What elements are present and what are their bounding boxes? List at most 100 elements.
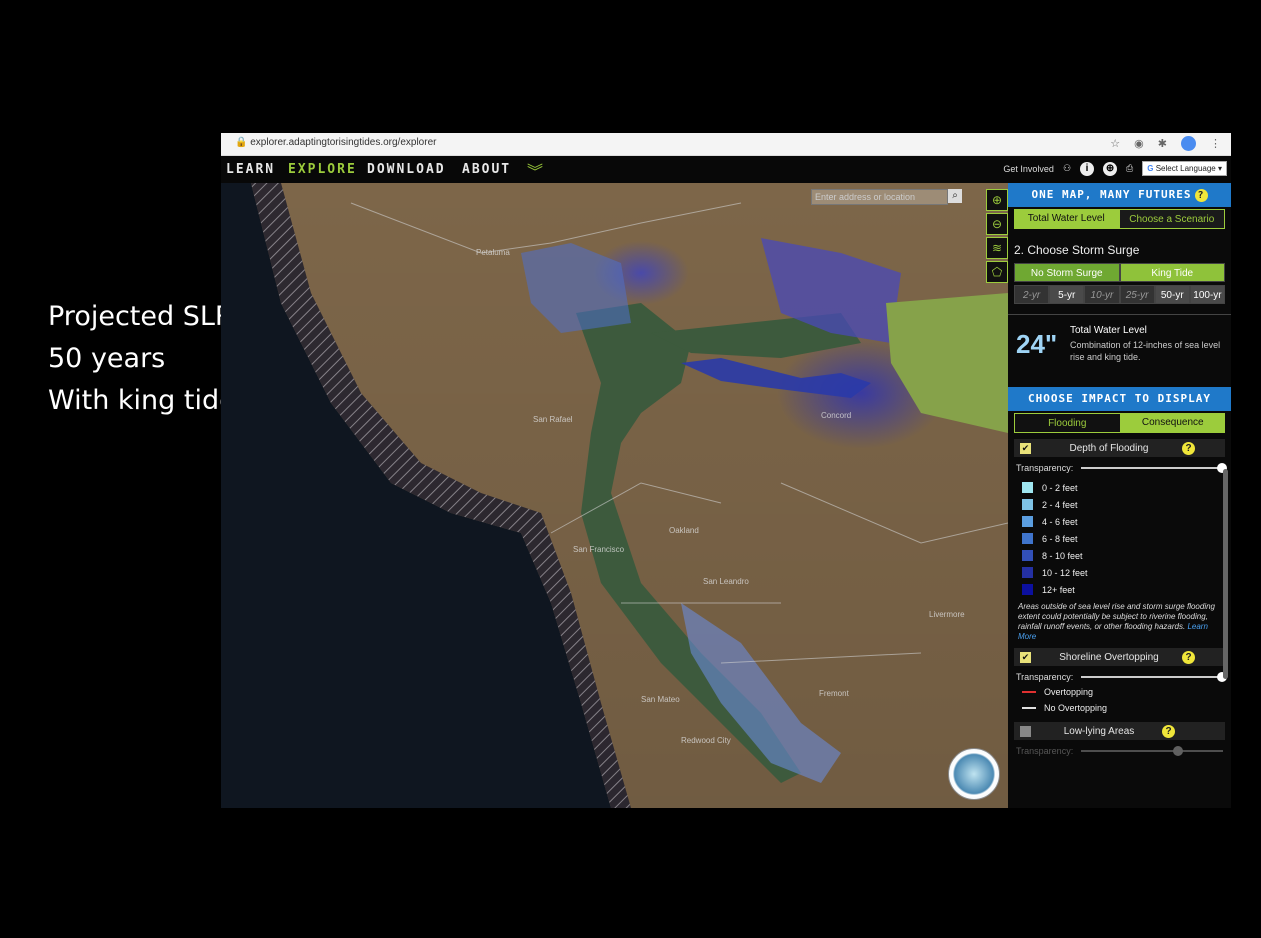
info-icon[interactable]: i [1080, 161, 1095, 176]
nav-about[interactable]: ABOUT [462, 162, 512, 177]
low-lying-areas-label: Low-lying Areas [1063, 725, 1135, 737]
menu-dots-icon[interactable]: ⋮ [1210, 138, 1221, 150]
flood-strait [681, 358, 871, 398]
coastal-hatch-zone [251, 183, 631, 808]
slider-knob[interactable] [1173, 746, 1183, 756]
legend-item: 8 - 10 feet [1022, 547, 1231, 564]
transparency-label: Transparency: [1016, 672, 1074, 682]
draw-shape-icon[interactable]: ⬠ [986, 261, 1008, 283]
return-period-row: 2-yr 5-yr 10-yr 25-yr 50-yr 100-yr [1014, 285, 1226, 304]
place-label: Livermore [929, 610, 965, 619]
nav-right-tools: Get Involved ⚇ i ⊕ ⎙ G Select Language ▾ [1003, 161, 1227, 176]
organization-seal-logo [948, 748, 1000, 800]
language-select[interactable]: G Select Language ▾ [1142, 161, 1227, 176]
puzzle-icon[interactable]: ✱ [1157, 138, 1167, 150]
zoom-in-icon[interactable]: ⊕ [986, 189, 1008, 211]
address-bar[interactable]: 🔒 explorer.adaptingtorisingtides.org/exp… [221, 133, 1231, 156]
place-label: San Francisco [573, 545, 625, 554]
extension-icon[interactable]: ◉ [1134, 138, 1144, 150]
king-tide-button[interactable]: King Tide [1119, 263, 1225, 282]
shoreline-overtopping-row[interactable]: ✔ Shoreline Overtopping ? [1014, 648, 1225, 666]
flood-zone-north [761, 238, 901, 343]
lowlying-transparency-row: Transparency: [1016, 744, 1223, 758]
caption-line-1: Projected SLR [48, 301, 234, 332]
period-10yr-button[interactable]: 10-yr [1084, 285, 1120, 304]
help-icon[interactable]: ? [1182, 441, 1195, 455]
slide-caption: Projected SLR 50 years With king tide [48, 296, 236, 422]
slider-knob[interactable] [1217, 463, 1227, 473]
place-label: Oakland [669, 526, 699, 535]
legend-item: 0 - 2 feet [1022, 479, 1231, 496]
nav-learn[interactable]: LEARN [226, 162, 276, 177]
place-label: Petaluma [476, 248, 510, 257]
place-label: Concord [821, 411, 852, 420]
legend-swatch [1022, 567, 1033, 578]
legend-item: 12+ feet [1022, 581, 1231, 598]
tab-total-water-level[interactable]: Total Water Level [1014, 209, 1119, 229]
legend-swatch [1022, 533, 1033, 544]
learn-more-link[interactable]: Learn More [1018, 622, 1208, 641]
scenario-tabs: Total Water Level Choose a Scenario [1008, 209, 1231, 229]
period-5yr-button[interactable]: 5-yr [1049, 285, 1085, 304]
help-icon[interactable]: ? [1194, 188, 1208, 202]
low-lying-areas-row[interactable]: Low-lying Areas ? [1014, 722, 1225, 740]
flood-zone-south-bay [681, 603, 841, 783]
help-icon[interactable]: ? [1162, 724, 1175, 738]
tab-consequence[interactable]: Consequence [1120, 413, 1225, 433]
legend-item: 4 - 6 feet [1022, 513, 1231, 530]
place-label: Redwood City [681, 736, 731, 745]
share-icon[interactable]: ⊕ [1103, 161, 1118, 176]
profile-avatar[interactable] [1181, 136, 1196, 151]
url-text[interactable]: 🔒 explorer.adaptingtorisingtides.org/exp… [235, 137, 437, 148]
panel-header: ONE MAP, MANY FUTURES? [1008, 183, 1231, 207]
period-100yr-button[interactable]: 100-yr [1189, 285, 1226, 304]
transparency-slider[interactable] [1081, 672, 1227, 682]
twl-description: Combination of 12-inches of sea level ri… [1070, 340, 1221, 362]
nav-explore[interactable]: EXPLORE [288, 162, 357, 177]
checkbox-checked-icon[interactable]: ✔ [1020, 651, 1031, 663]
people-icon[interactable]: ⚇ [1062, 163, 1072, 173]
bay-water [576, 303, 801, 783]
no-storm-surge-button[interactable]: No Storm Surge [1014, 263, 1120, 282]
slider-knob[interactable] [1217, 672, 1227, 682]
print-icon[interactable]: ⎙ [1126, 163, 1134, 173]
panel-scrollbar[interactable] [1223, 469, 1228, 679]
search-icon[interactable]: ⌕ [948, 189, 962, 203]
nav-download[interactable]: DOWNLOAD [367, 162, 446, 177]
get-involved-link[interactable]: Get Involved [1003, 163, 1054, 174]
legend-item: 6 - 8 feet [1022, 530, 1231, 547]
map-canvas[interactable] [221, 183, 1008, 808]
zoom-out-icon[interactable]: ⊖ [986, 213, 1008, 235]
place-label: San Rafael [533, 415, 573, 424]
transparency-slider[interactable] [1081, 463, 1227, 473]
transparency-slider[interactable] [1081, 746, 1223, 756]
total-water-level-summary: 24" Total Water Level Combination of 12-… [1008, 314, 1231, 383]
place-label: Fremont [819, 689, 849, 698]
depth-of-flooding-row[interactable]: ✔ Depth of Flooding ? [1014, 439, 1225, 457]
legend-swatch [1022, 482, 1033, 493]
help-icon[interactable]: ? [1182, 650, 1195, 664]
chevron-down-icon[interactable]: ︾ [527, 164, 544, 181]
address-search-input[interactable]: Enter address or location [811, 189, 948, 205]
layers-icon[interactable]: ≋ [986, 237, 1008, 259]
depth-of-flooding-label: Depth of Flooding [1069, 442, 1149, 454]
period-25yr-button[interactable]: 25-yr [1119, 285, 1155, 304]
green-overlay-area [886, 293, 1008, 433]
checkbox-unchecked-icon[interactable] [1020, 725, 1031, 737]
map-view[interactable]: Enter address or location ⌕ ⊕ ⊖ ≋ ⬠ Peta… [221, 183, 1008, 808]
legend-item: 2 - 4 feet [1022, 496, 1231, 513]
tab-flooding[interactable]: Flooding [1014, 413, 1121, 433]
surge-type-row: No Storm Surge King Tide [1014, 263, 1225, 282]
impact-header: CHOOSE IMPACT TO DISPLAY [1008, 387, 1231, 411]
depth-transparency-row: Transparency: [1016, 461, 1227, 475]
place-label: San Leandro [703, 577, 749, 586]
county-boundaries [350, 202, 1008, 664]
checkbox-checked-icon[interactable]: ✔ [1020, 442, 1031, 454]
overtopping-transparency-row: Transparency: [1016, 670, 1227, 684]
period-2yr-button[interactable]: 2-yr [1014, 285, 1050, 304]
bookmark-star-icon[interactable]: ☆ [1110, 138, 1121, 150]
tab-choose-scenario[interactable]: Choose a Scenario [1118, 209, 1225, 229]
san-pablo-bay [651, 313, 861, 358]
period-50yr-button[interactable]: 50-yr [1154, 285, 1190, 304]
twl-value: 24" [1016, 329, 1058, 359]
